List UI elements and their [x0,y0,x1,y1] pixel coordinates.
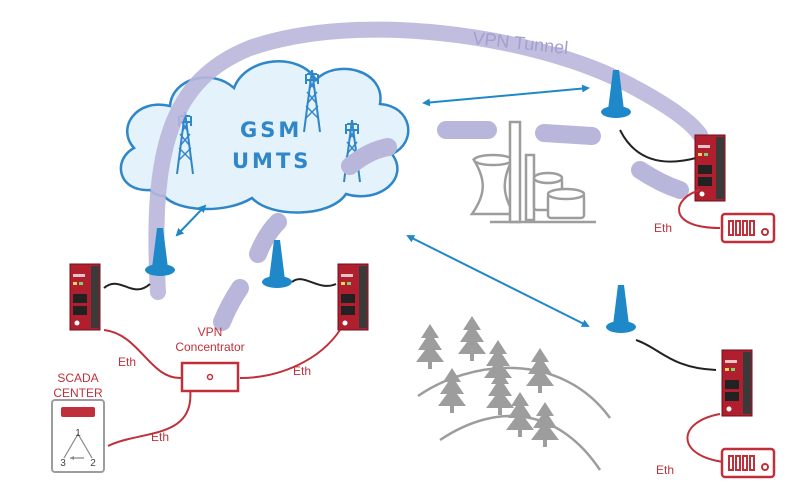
radio-link-left [175,204,207,237]
scada-node-2: 2 [90,458,96,469]
eth-cable-center-router [239,329,341,379]
vpn-tunnel-dash-2 [535,124,601,145]
cloud-label-gsm: GSM [240,118,302,142]
radio-link-forest [406,235,590,327]
vpn-tunnel-dash-5 [249,213,287,263]
forest-illustration [416,316,612,471]
vpn-concentrator: VPN Concentrator [175,325,245,393]
eth-cable-plant [678,189,721,229]
tree-icon [506,392,534,437]
scada-node-3: 3 [60,458,66,469]
eth-label-scada: Eth [151,430,169,444]
scada-node-1: 1 [75,428,81,439]
chimney-left [508,120,522,224]
concentrator-label-line1: VPN [198,325,223,339]
eth-label-forest: Eth [656,463,674,477]
vpn-tunnel: VPN Tunnel [148,21,708,331]
vpn-tunnel-main-arc [148,21,708,300]
eth-label-plant: Eth [654,221,672,235]
hill-back [417,366,612,419]
eth-label-left-router: Eth [118,355,136,369]
antenna-cables [103,129,717,371]
cable-forest [635,339,717,371]
cable-left [103,282,151,291]
ethernet-cables [103,189,725,463]
scada-label-line1: SCADA [57,371,98,385]
cooling-tower [469,158,517,216]
vpn-tunnel-dash-6 [213,279,249,331]
router-center [337,263,369,331]
concentrator-label-line2: Concentrator [175,340,244,354]
tree-icon [458,316,486,361]
router-forest [721,349,753,417]
radio-link-plant [422,84,590,107]
scada-center: SCADA CENTER 1 3 2 [51,371,105,473]
radio-links [175,84,590,327]
rtu-device-forest [720,447,776,479]
eth-label-center-router: Eth [293,364,311,378]
router-left [69,263,101,331]
cable-center [291,278,337,287]
vpn-tunnel-dash-3 [631,161,689,199]
tree-icon [416,324,444,369]
eth-cable-forest [686,413,725,463]
rtu-device-plant [720,212,776,244]
cloud-label-umts: UMTS [232,149,311,173]
power-plant-illustration [469,120,596,224]
antenna-forest-icon [606,285,636,333]
eth-cable-scada [107,387,192,447]
eth-cable-left-router [103,329,183,380]
cable-plant [619,129,697,163]
scada-label-line2: CENTER [53,386,103,400]
vpn-tunnel-dash-4 [341,138,397,175]
tree-icon [531,402,559,447]
